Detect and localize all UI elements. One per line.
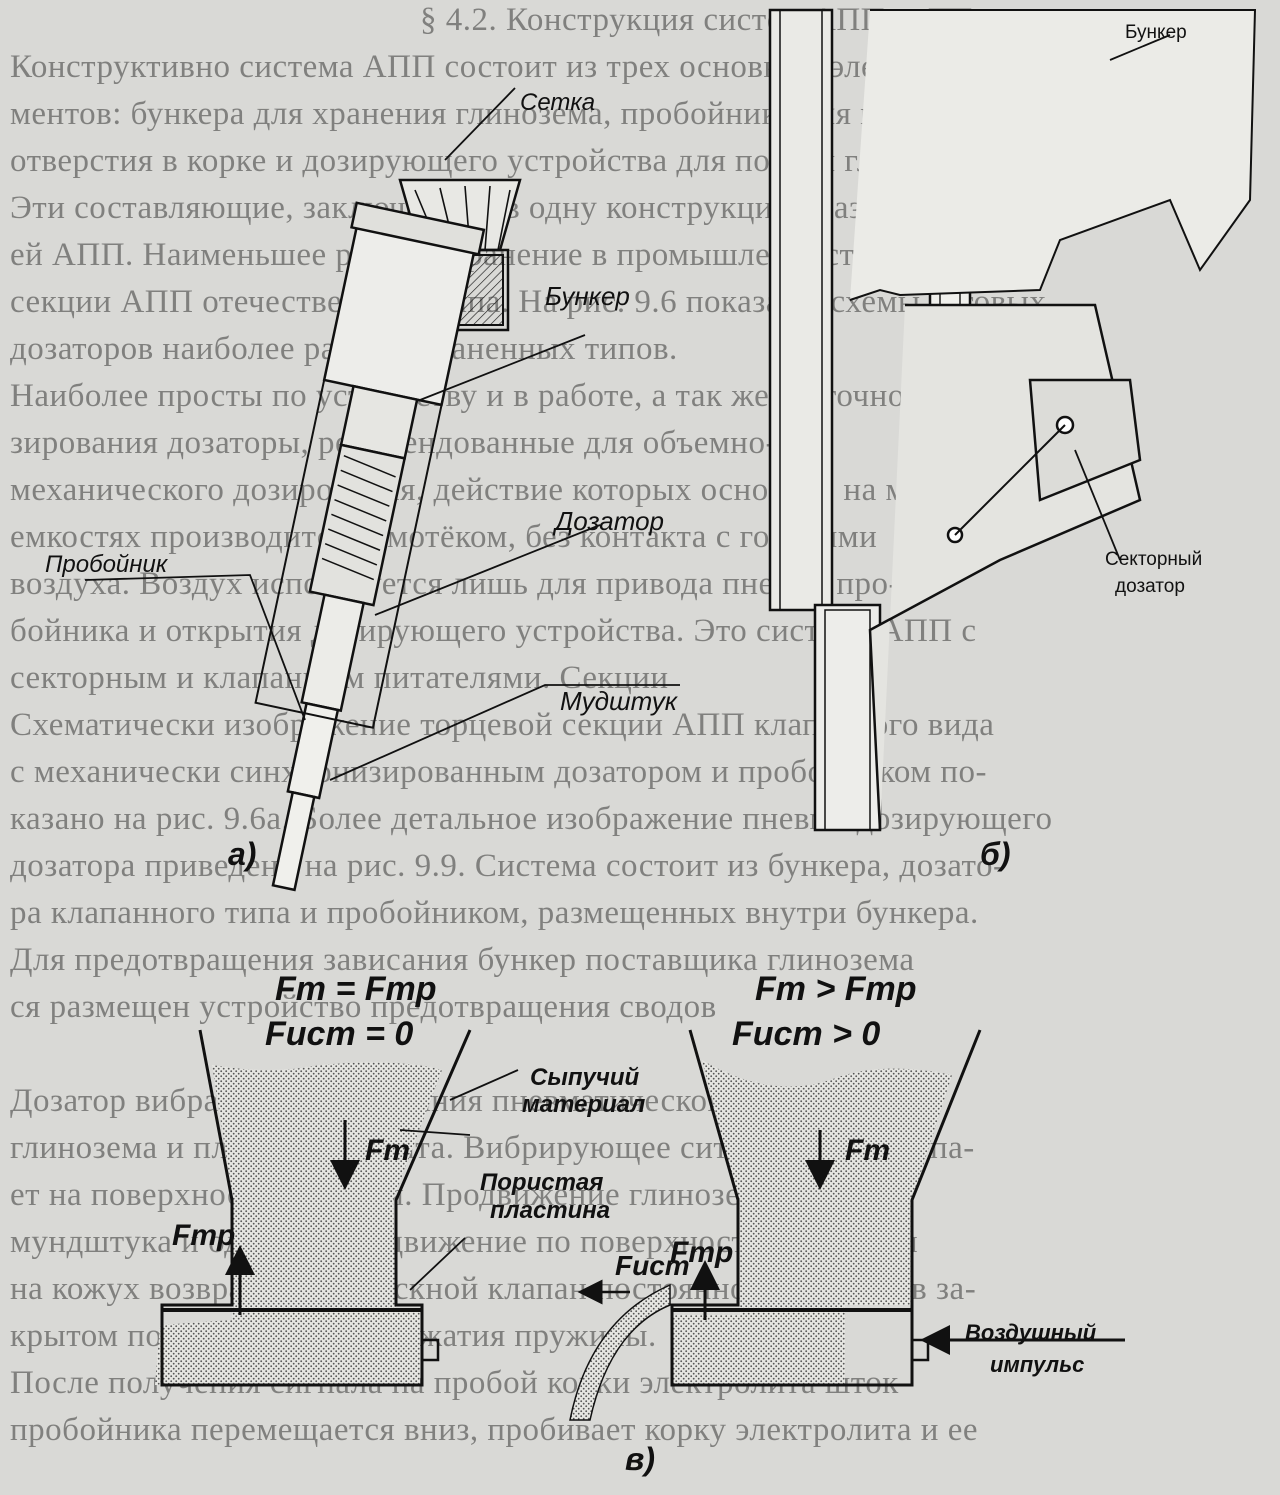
label-plastina: пластина <box>490 1197 610 1224</box>
background-text-line: Для предотвращения зависания бункер пост… <box>10 942 915 978</box>
labels: Сетка Бункер Дозатор Пробойник Мyдштук а… <box>45 22 1202 1477</box>
background-text-line: Наиболее просты по устройству и в работе… <box>10 378 1009 414</box>
caption-b: б) <box>980 836 1010 872</box>
background-text-line: отверстия в корке и дозирующего устройст… <box>10 143 1001 179</box>
leader-mundshtuk <box>329 684 680 781</box>
label-dozator-b: дозатор <box>1115 576 1185 597</box>
label-sektorny: Секторный <box>1105 549 1202 570</box>
label-fmp-left: Fmp <box>172 1219 235 1252</box>
label-dozator-a: Дозатор <box>552 506 664 536</box>
label-poristaya: Пористая <box>480 1169 603 1196</box>
leader-bunker-a <box>419 334 586 401</box>
label-bunker-b: Бункер <box>1125 22 1187 43</box>
leader-setka <box>444 87 516 161</box>
label-vozdushny: Воздушный <box>965 1320 1097 1345</box>
sector-doser <box>1028 378 1142 502</box>
label-material: материал <box>522 1091 645 1118</box>
caption-v: в) <box>625 1441 655 1477</box>
label-bunker-a: Бункер <box>545 281 630 311</box>
background-text-line: дозатора приведено на рис. 9.9. Система … <box>10 848 1005 884</box>
background-text-line: ментов: бункера для хранения глинозема, … <box>10 96 999 132</box>
label-fm-right: Fm <box>845 1134 890 1167</box>
background-text-line: ся размещен устройство предотвращения св… <box>10 989 717 1025</box>
label-setka: Сетка <box>520 89 595 116</box>
label-fist: Fucm <box>615 1250 690 1281</box>
label-fm-left: Fm <box>365 1134 410 1167</box>
leader-dozator-a <box>374 524 601 616</box>
diagram-v-right <box>569 1029 1125 1421</box>
label-mundshtuk: Мyдштук <box>560 686 679 716</box>
housing-a <box>254 201 486 892</box>
label-proboinik: Пробойник <box>45 551 169 578</box>
background-text-line: емкостях производится самотёком, без кон… <box>10 519 878 555</box>
eq-left-2: Fuст = 0 <box>265 1015 413 1053</box>
label-impuls: импульс <box>990 1352 1084 1377</box>
leader-sektorny <box>1074 449 1121 561</box>
eq-right-2: Fuст > 0 <box>732 1015 880 1053</box>
background-text-line: ра клапанного типа и пробойником, размещ… <box>10 895 979 931</box>
diagram-v-left <box>155 1029 519 1387</box>
diagram-a <box>84 87 680 892</box>
eq-left-1: Fm = Fmp <box>275 970 437 1008</box>
lower-pipe <box>813 603 882 832</box>
background-text-line: Конструктивно система АПП состоит из тре… <box>10 49 888 85</box>
leader-proboinik <box>84 574 306 721</box>
bunker-outline <box>849 9 1257 301</box>
leader-bunker-b <box>1109 34 1171 61</box>
label-sypuchiy: Сыпучий <box>530 1064 639 1091</box>
background-text-line: пробойника перемещается вниз, пробивает … <box>10 1412 979 1448</box>
label-fmp-right: Fmp <box>670 1236 733 1269</box>
background-text-line: ей АПП. Наименьшее распространение в про… <box>10 237 1021 273</box>
eq-right-1: Fm > Fmp <box>755 970 917 1008</box>
diagram-b <box>768 8 1257 832</box>
caption-a: а) <box>228 836 256 872</box>
